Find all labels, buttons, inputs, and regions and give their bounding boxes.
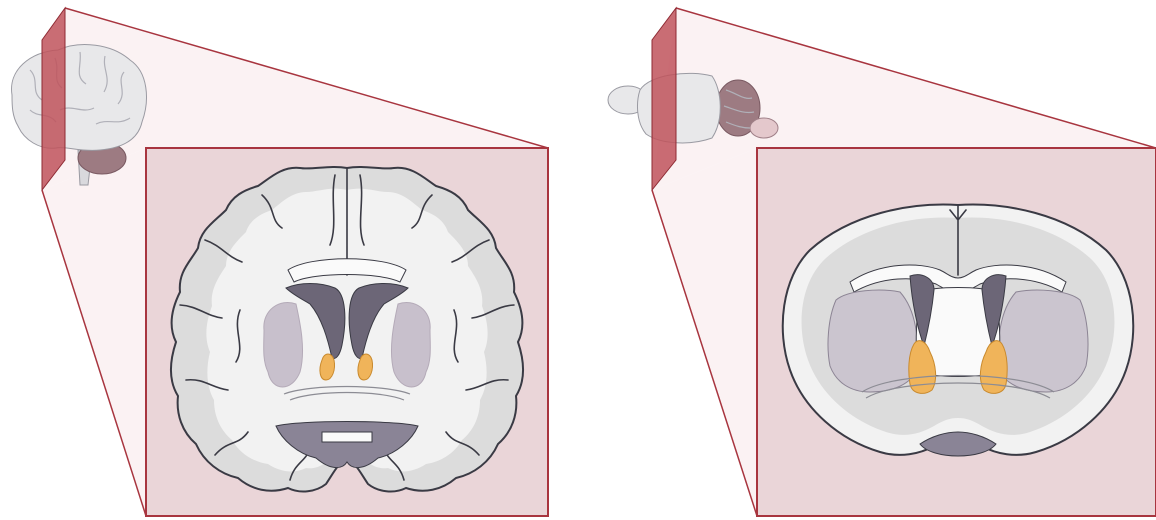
left-projection-wedge-lower [42,148,146,516]
human-cerebrum-thumb [12,45,147,151]
right-panel [608,8,1156,516]
right-coronal-plane [652,8,676,190]
human-coronal-section [171,167,523,491]
rodent-coronal-section [783,205,1134,456]
optic-chiasm [322,432,372,442]
left-panel [12,8,548,516]
rodent-right-striatum [999,290,1088,392]
right-striatum [391,302,430,387]
rodent-left-striatum [828,290,917,392]
rodent-brainstem-thumb [750,118,778,138]
right-projection-wedge-lower [652,148,757,516]
rodent-cerebrum-thumb [638,73,721,143]
left-striatum [264,302,303,387]
left-coronal-plane [42,8,65,190]
